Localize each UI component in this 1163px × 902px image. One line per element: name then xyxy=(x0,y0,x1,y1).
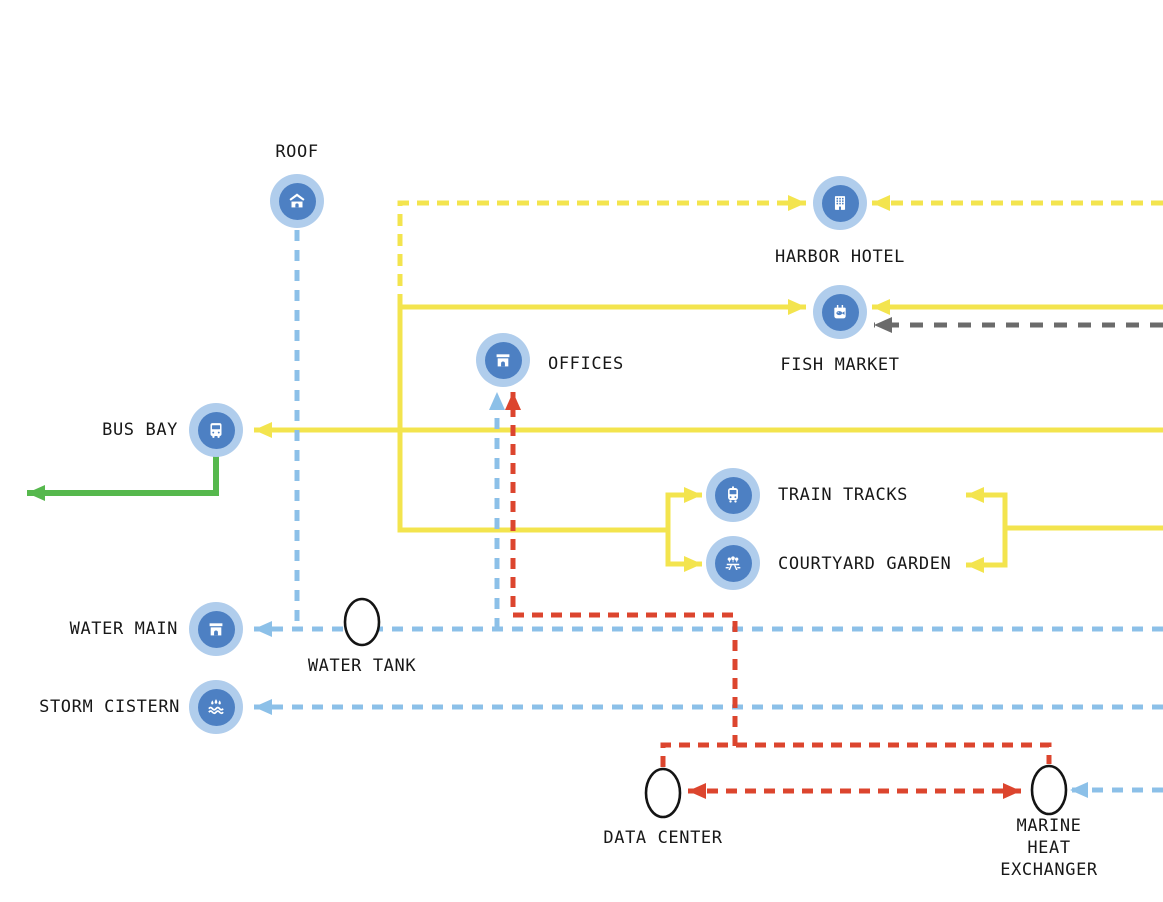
harbor-hotel-label: HARBOR HOTEL xyxy=(774,247,906,267)
dc-mhe-exchange-end-arrowhead xyxy=(1003,783,1021,799)
busbay-out-end-arrowhead xyxy=(27,485,45,501)
watermain-line-end-arrowhead xyxy=(254,621,272,637)
fish-market-node[interactable] xyxy=(813,285,867,339)
branch-garden-right-end-arrowhead xyxy=(966,557,984,573)
offices-circle xyxy=(484,341,522,379)
dc-mhe-exchange-start-arrowhead xyxy=(688,783,706,799)
hotel-feed-right-end-arrowhead xyxy=(872,195,890,211)
train-tracks-label: TRAIN TRACKS xyxy=(778,485,909,505)
branch-train-left-end-arrowhead xyxy=(684,487,702,503)
marine-heat-exchanger-node[interactable] xyxy=(1030,764,1068,816)
busbay-out-line xyxy=(27,456,219,496)
fish-market-label: FISH MARKET xyxy=(780,355,900,375)
train-icon xyxy=(728,486,738,503)
hotel-feed-left-line xyxy=(397,200,806,306)
offices-heat-feed-end-arrowhead xyxy=(505,392,521,410)
fishmarket-feed-left-end-arrowhead xyxy=(788,299,806,315)
courtyard-garden-circle xyxy=(714,544,752,582)
busbay-feed-end-arrowhead xyxy=(254,422,272,438)
store-icon xyxy=(209,623,223,636)
stormcistern-line-end-arrowhead xyxy=(254,699,272,715)
offices-water-feed-end-arrowhead xyxy=(489,392,505,410)
storm-cistern-label: STORM CISTERN xyxy=(39,697,180,717)
marine-heat-exchanger-label: MARINE HEAT EXCHANGER xyxy=(1000,816,1098,880)
branch-garden-left-end-arrowhead xyxy=(684,556,702,572)
hotel-icon xyxy=(834,196,846,210)
bus-bay-node[interactable] xyxy=(189,403,243,457)
roof-circle xyxy=(278,182,316,220)
branch-garden-right-line xyxy=(966,528,1008,568)
roof-node[interactable] xyxy=(270,174,324,228)
offices-heat-feed-line xyxy=(510,392,738,746)
graywater-trunk-line xyxy=(397,305,668,533)
home-icon xyxy=(289,193,305,208)
fishmarket-feed-right-end-arrowhead xyxy=(872,299,890,315)
mhe-blue-feed-end-arrowhead xyxy=(1070,782,1088,798)
water-tank-label: WATER TANK xyxy=(307,656,417,676)
water-main-node[interactable] xyxy=(189,602,243,656)
storm-cistern-circle xyxy=(197,688,235,726)
courtyard-garden-label: COURTYARD GARDEN xyxy=(778,554,952,574)
data-center-label: DATA CENTER xyxy=(603,828,723,848)
bus-bay-label: BUS BAY xyxy=(102,420,178,440)
train-tracks-node[interactable] xyxy=(706,468,760,522)
offices-node[interactable] xyxy=(476,333,530,387)
fish-bag-icon xyxy=(834,304,846,319)
fish-market-circle xyxy=(821,293,859,331)
garden-icon xyxy=(725,556,741,570)
bus-icon xyxy=(210,423,222,438)
storm-cistern-node[interactable] xyxy=(189,680,243,734)
roof-label: ROOF xyxy=(275,142,319,162)
branch-train-right-end-arrowhead xyxy=(966,487,984,503)
branch-train-right-line xyxy=(966,492,1008,528)
harbor-hotel-circle xyxy=(821,184,859,222)
data-center-node[interactable] xyxy=(644,767,682,819)
store-icon xyxy=(496,354,510,367)
harbor-hotel-node[interactable] xyxy=(813,176,867,230)
water-tank-node[interactable] xyxy=(343,597,381,647)
cistern-icon xyxy=(208,699,224,715)
hotel-feed-left-end-arrowhead xyxy=(788,195,806,211)
water-main-label: WATER MAIN xyxy=(69,619,178,639)
offices-label: OFFICES xyxy=(548,354,624,374)
train-tracks-circle xyxy=(714,476,752,514)
water-main-circle xyxy=(197,610,235,648)
heat-top-link-line xyxy=(660,742,1052,767)
courtyard-garden-node[interactable] xyxy=(706,536,760,590)
fishmarket-gray-feed-end-arrowhead xyxy=(874,317,892,333)
bus-bay-circle xyxy=(197,411,235,449)
